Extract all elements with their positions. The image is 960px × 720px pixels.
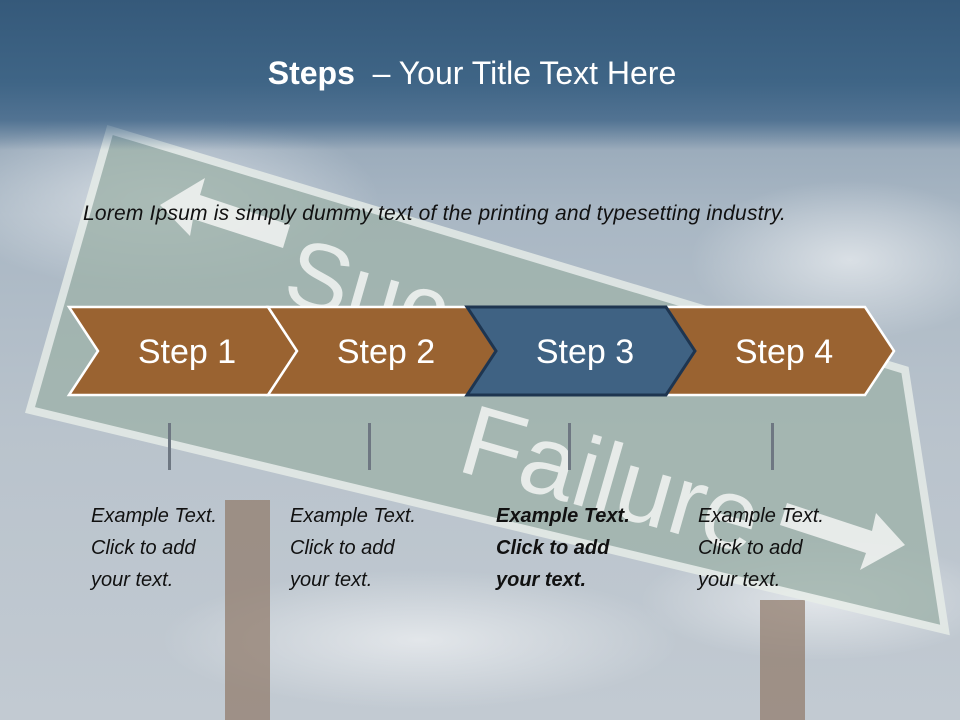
step-3-chevron[interactable] xyxy=(464,305,697,397)
step-3-line-3: your text. xyxy=(496,569,587,591)
step-1-connector xyxy=(168,423,171,470)
step-3-line-2: Click to add xyxy=(496,537,610,559)
step-3-label: Step 3 xyxy=(535,333,635,371)
step-4-line-1: Example Text. xyxy=(698,505,824,527)
step-3-text[interactable]: Example Text. Click to add your text. xyxy=(496,500,666,596)
step-2-text[interactable]: Example Text. Click to add your text. xyxy=(290,500,460,596)
step-1-line-1: Example Text. xyxy=(91,505,217,527)
step-4-label: Step 4 xyxy=(734,333,834,371)
step-1-line-2: Click to add xyxy=(91,537,196,559)
step-1-label: Step 1 xyxy=(137,333,237,371)
cloud-shape xyxy=(160,570,680,710)
step-1-line-3: your text. xyxy=(91,569,174,591)
slide-title[interactable]: Steps – Your Title Text Here xyxy=(0,55,944,92)
sign-post-left xyxy=(225,500,270,720)
cloud-shape xyxy=(690,180,960,340)
step-3-line-1: Example Text. xyxy=(496,505,630,527)
sign-arrow-right-icon xyxy=(780,503,905,570)
sign-post-right xyxy=(760,600,805,720)
step-4-text[interactable]: Example Text. Click to add your text. xyxy=(698,500,868,596)
step-4-line-2: Click to add xyxy=(698,537,803,559)
step-4-line-3: your text. xyxy=(698,569,781,591)
step-2-connector xyxy=(368,423,371,470)
title-band xyxy=(0,0,960,150)
title-rest: – Your Title Text Here xyxy=(372,55,677,91)
step-3-connector xyxy=(568,423,571,470)
sign-arrow-left-icon xyxy=(160,178,290,248)
intro-text[interactable]: Lorem Ipsum is simply dummy text of the … xyxy=(83,202,787,225)
step-2-line-3: your text. xyxy=(290,569,373,591)
step-2-line-2: Click to add xyxy=(290,537,395,559)
step-2-line-1: Example Text. xyxy=(290,505,416,527)
step-2-label: Step 2 xyxy=(336,333,436,371)
step-1-text[interactable]: Example Text. Click to add your text. xyxy=(91,500,261,596)
title-bold: Steps xyxy=(267,55,355,91)
step-4-connector xyxy=(771,423,774,470)
